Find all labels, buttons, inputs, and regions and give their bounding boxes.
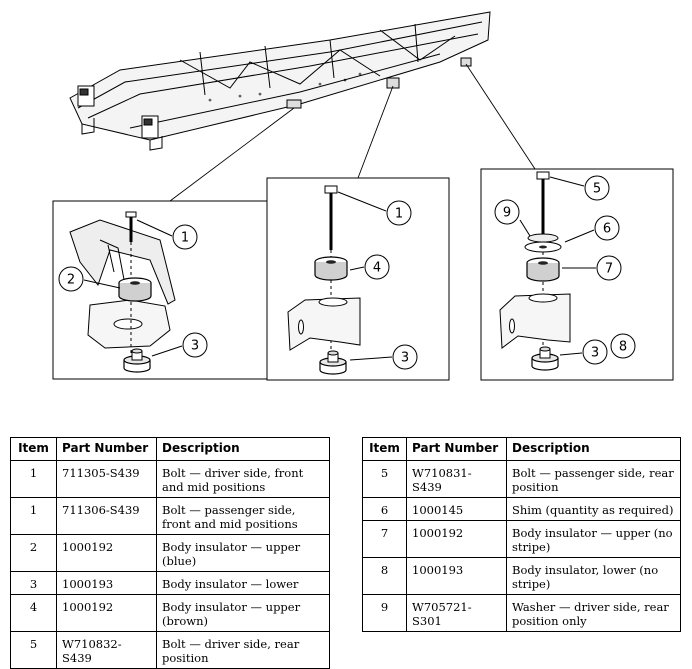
item-cell: 2	[10, 534, 57, 572]
table-row: 9 W705721-S301 Washer — driver side, rea…	[362, 594, 681, 632]
callout-6: 6	[603, 222, 611, 237]
callout-2: 2	[67, 273, 75, 288]
description-cell: Body insulator — upper (no stripe)	[506, 520, 681, 558]
description-cell: Washer — driver side, rear position only	[506, 594, 681, 632]
description-cell: Body insulator — upper (brown)	[156, 594, 330, 632]
header-part-number: Part Number	[56, 437, 157, 461]
part-number-cell: W705721-S301	[406, 594, 507, 632]
part-number-cell: 1000192	[406, 520, 507, 558]
parts-table-right: Item Part Number Description 5 W710831-S…	[362, 437, 681, 632]
item-cell: 5	[362, 460, 407, 498]
callout-5: 5	[593, 182, 601, 197]
table-header-row: Item Part Number Description	[10, 437, 330, 461]
description-cell: Body insulator — lower	[156, 571, 330, 595]
header-description: Description	[506, 437, 681, 461]
table-row: 6 1000145 Shim (quantity as required)	[362, 497, 681, 521]
part-number-cell: 711305-S439	[56, 460, 157, 498]
table-row: 3 1000193 Body insulator — lower	[10, 571, 330, 595]
description-cell: Bolt — passenger side, front and mid pos…	[156, 497, 330, 535]
detail-mid	[266, 177, 450, 381]
description-cell: Shim (quantity as required)	[506, 497, 681, 521]
parts-table-left: Item Part Number Description 1 711305-S4…	[10, 437, 330, 669]
item-cell: 7	[362, 520, 407, 558]
part-number-cell: 1000192	[56, 534, 157, 572]
item-cell: 3	[10, 571, 57, 595]
callout-1: 1	[395, 207, 403, 222]
detail-front-mid	[52, 200, 273, 380]
callout-8: 8	[619, 340, 627, 355]
table-row: 2 1000192 Body insulator — upper (blue)	[10, 534, 330, 572]
part-number-cell: 711306-S439	[56, 497, 157, 535]
part-number-cell: 1000193	[406, 557, 507, 595]
body-mount-diagram: 1 2 3 1 4 3 5 9 6 7 3 8	[52, 11, 674, 381]
callout-3: 3	[401, 351, 409, 366]
callouts	[58, 175, 636, 370]
description-cell: Body insulator — upper (blue)	[156, 534, 330, 572]
part-number-cell: 1000145	[406, 497, 507, 521]
callout-4: 4	[373, 261, 381, 276]
callout-1: 1	[181, 231, 189, 246]
part-number-cell: W710831-S439	[406, 460, 507, 498]
part-number-cell: 1000193	[56, 571, 157, 595]
callout-7: 7	[605, 262, 613, 277]
detail-rear	[480, 168, 674, 381]
header-description: Description	[156, 437, 330, 461]
description-cell: Body insulator, lower (no stripe)	[506, 557, 681, 595]
table-row: 1 711305-S439 Bolt — driver side, front …	[10, 460, 330, 498]
frame-drawing	[69, 11, 491, 151]
table-row: 1 711306-S439 Bolt — passenger side, fro…	[10, 497, 330, 535]
item-cell: 1	[10, 497, 57, 535]
part-number-cell: 1000192	[56, 594, 157, 632]
item-cell: 9	[362, 594, 407, 632]
table-row: 7 1000192 Body insulator — upper (no str…	[362, 520, 681, 558]
header-item: Item	[10, 437, 57, 461]
header-item: Item	[362, 437, 407, 461]
callout-3: 3	[591, 346, 599, 361]
table-row: 5 W710831-S439 Bolt — passenger side, re…	[362, 460, 681, 498]
table-header-row: Item Part Number Description	[362, 437, 681, 461]
item-cell: 8	[362, 557, 407, 595]
table-row: 8 1000193 Body insulator, lower (no stri…	[362, 557, 681, 595]
header-part-number: Part Number	[406, 437, 507, 461]
description-cell: Bolt — passenger side, rear position	[506, 460, 681, 498]
leader-lines	[169, 63, 536, 202]
callout-9: 9	[503, 206, 511, 221]
item-cell: 1	[10, 460, 57, 498]
item-cell: 6	[362, 497, 407, 521]
callout-3: 3	[191, 339, 199, 354]
table-row: 4 1000192 Body insulator — upper (brown)	[10, 594, 330, 632]
item-cell: 4	[10, 594, 57, 632]
description-cell: Bolt — driver side, front and mid positi…	[156, 460, 330, 498]
